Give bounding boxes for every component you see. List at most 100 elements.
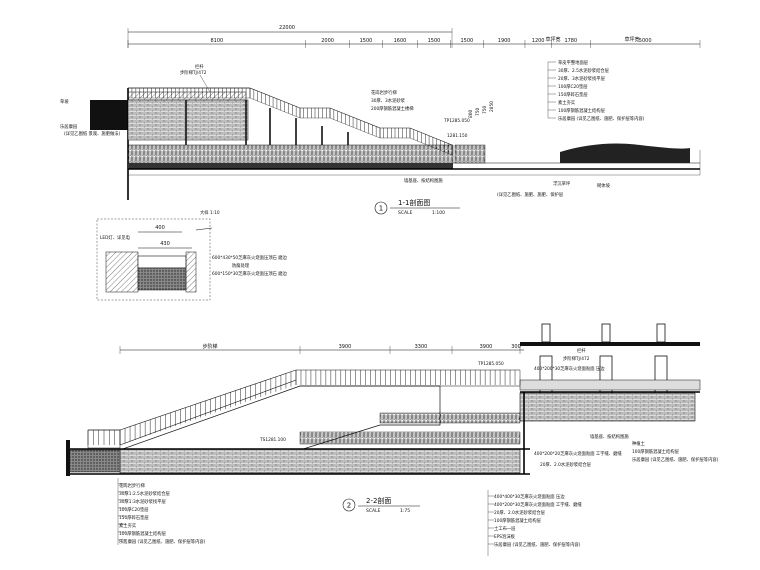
right-note: 乐居康园 (详见乙图纸、施肥、保护层等内容)	[558, 115, 645, 122]
label-mid-c: 200厚钢筋混凝土楼梯	[371, 105, 414, 112]
left-note: 150厚碎石垫层	[119, 514, 149, 521]
section1-number-circle	[374, 201, 388, 215]
section1-dimension-chain: 8100 2000 1500 1600 1500 1500 1900 1200 1780 5000	[127, 38, 701, 48]
bottom-note: 400*200*30芝麻灰火烧面贴面 工字缝、磨缝	[494, 501, 582, 508]
label-rail: 栏杆	[195, 63, 204, 70]
s2-right-f: 乐居康园 (详见乙图纸、施肥、保护层等内容)	[632, 456, 719, 463]
s2-right-d: 种植土	[632, 440, 646, 447]
detail-note-b: 防腐处理	[232, 262, 250, 269]
dim-segment: 步阶梯	[202, 343, 217, 350]
right-note: 20厚、3水泥砂浆找平层	[558, 75, 606, 82]
bottom-note: 土工布一层	[494, 525, 516, 532]
s2-level: TS1281.100	[259, 437, 286, 443]
dim-total: 22000	[279, 25, 295, 31]
s2-right-e: 100厚钢筋混凝土结构层	[632, 448, 680, 455]
dim-segment: 3300	[415, 344, 428, 350]
s2-tp: TP1285.050	[477, 361, 504, 367]
dim-300: 300	[511, 344, 521, 350]
left-note: 100厚C20垫层	[119, 506, 149, 513]
dim-segment: 1900	[498, 38, 511, 44]
dim-segment: 3900	[339, 344, 352, 350]
dim-segment: 1780	[564, 38, 577, 44]
s2-mid-note: 400*200*30芝麻灰火烧面贴面 压边	[534, 365, 605, 372]
label-rail2: 步阶梯TJ/472	[180, 69, 207, 76]
label-bottom-c: (详见乙图纸、施肥、施肥、保护层	[497, 191, 564, 198]
detail-note-c: 600*150*30芝麻灰火烧面压顶石 磨边	[212, 270, 288, 277]
detail-callout: 大样 1:10 400 430 LED灯、详见电 600*430*50芝麻灰火烧…	[96, 209, 288, 301]
section2-scale: 1:75	[400, 508, 410, 514]
label-level: 1281.150	[447, 133, 468, 139]
section2-dimension-chain: 步阶梯 3900 3300 3900	[119, 343, 521, 354]
detail-dim-430: 430	[160, 241, 170, 247]
left-note: 30厚1:2.5水泥砂浆结合层	[119, 490, 171, 497]
s2-right-a: 墙基座、按结构图施	[590, 433, 629, 440]
label-left-b: 乐居康园	[60, 123, 77, 130]
slab	[119, 448, 521, 474]
shrub-mass	[560, 143, 690, 163]
vertical-dim: 2850	[489, 101, 495, 112]
detail-title: 大样 1:10	[200, 209, 220, 216]
label-left-c: (详见乙图纸 景观、施肥做法)	[64, 130, 121, 137]
section1-title: 1-1剖面图	[398, 198, 430, 207]
label-left-a: 草坡	[60, 98, 69, 105]
dim-segment: 1600	[394, 38, 407, 44]
left-note: 花岗岩步行梯	[119, 482, 145, 489]
dim-segment: 1500	[360, 38, 373, 44]
bottom-note: EPS泡沫板	[494, 533, 516, 540]
dim-lawn-2: 草坪宽	[624, 36, 639, 43]
left-note: 乐居康园 (详见乙图纸、施肥、保护层等内容)	[119, 538, 206, 545]
vertical-dim: 750	[482, 106, 488, 114]
dim-segment: 8100	[210, 38, 223, 44]
section2-title: 2-2剖面	[366, 496, 391, 505]
section1-railing	[127, 87, 453, 156]
dim-segment: 3900	[480, 344, 493, 350]
section2-scale-label: SCALE	[366, 508, 381, 514]
dim-segment: 1500	[460, 38, 473, 44]
bottom-note: 20厚、2.0水泥砂浆结合层	[494, 509, 546, 516]
right-note: 草皮平整地面层	[558, 59, 589, 66]
s2-right-b: 400*200*20芝麻灰火烧面贴面 工字缝、磨缝	[534, 450, 622, 457]
left-wall-block	[90, 100, 128, 130]
detail-led: LED灯、详见电	[100, 234, 131, 241]
right-note: 100厚C20垫层	[558, 83, 588, 90]
left-note: 30厚1:3水泥砂浆找平层	[119, 498, 166, 505]
s2-right-c: 20厚、2.0水泥砂浆结合层	[540, 461, 592, 468]
section1-number: 1	[379, 205, 383, 213]
s2-rail2: 步阶梯TJ/472	[563, 355, 590, 362]
dim-segment: 2000	[321, 38, 334, 44]
right-note: 100厚钢筋混凝土结构层	[558, 107, 606, 114]
bottom-note: 400*400*30芝麻灰火烧面贴面 压边	[494, 493, 565, 500]
platform-right	[519, 392, 696, 422]
label-bottom-b: 浮沉草坪	[553, 180, 571, 187]
pergola	[519, 323, 701, 397]
section1-scale: 1:100	[432, 210, 445, 216]
detail-dim-400: 400	[155, 225, 165, 231]
label-mid-b: 30厚、3水泥砂浆	[371, 97, 406, 104]
section1-scale-label: SCALE	[398, 210, 413, 216]
detail-note-a: 600*430*50芝麻灰火烧面压顶石 磨边	[212, 254, 288, 261]
left-note: 100厚钢筋混凝土结构层	[119, 530, 167, 537]
section2-number: 2	[347, 502, 351, 510]
right-note: 30厚、2.5水泥砂浆结合层	[558, 67, 610, 74]
s2-rail: 栏杆	[577, 347, 586, 354]
section2-bottom-notes: 400*400*30芝麻灰火烧面贴面 压边400*200*30芝麻灰火烧面贴面 …	[488, 493, 582, 548]
label-bottom-a: 墙基座、按结构图施	[404, 177, 443, 184]
right-note: 150厚碎石垫层	[558, 91, 588, 98]
dim-segment: 1500	[428, 38, 441, 44]
dim-segment: 5000	[639, 38, 652, 44]
section2-left-notes: 花岗岩步行梯30厚1:2.5水泥砂浆结合层30厚1:3水泥砂浆找平层100厚C2…	[118, 482, 206, 545]
vertical-dim: 800	[468, 110, 474, 118]
bottom-note: 乐居康园 (详见乙图纸、施肥、保护层等内容)	[494, 541, 581, 548]
dim-lawn-1: 草坪宽	[545, 36, 560, 43]
label-tp: TP1285.050	[443, 118, 470, 124]
right-note: 素土夯实	[558, 99, 576, 106]
bottom-note: 100厚钢筋混凝土结构层	[494, 517, 542, 524]
left-note: 素土夯实	[119, 522, 137, 529]
label-bottom-d: 砌体坡	[597, 182, 611, 189]
dim-segment: 1200	[532, 38, 545, 44]
section2-number-circle	[342, 498, 356, 512]
section1-right-notes: 草皮平整地面层30厚、2.5水泥砂浆结合层20厚、3水泥砂浆找平层100厚C20…	[548, 59, 645, 122]
